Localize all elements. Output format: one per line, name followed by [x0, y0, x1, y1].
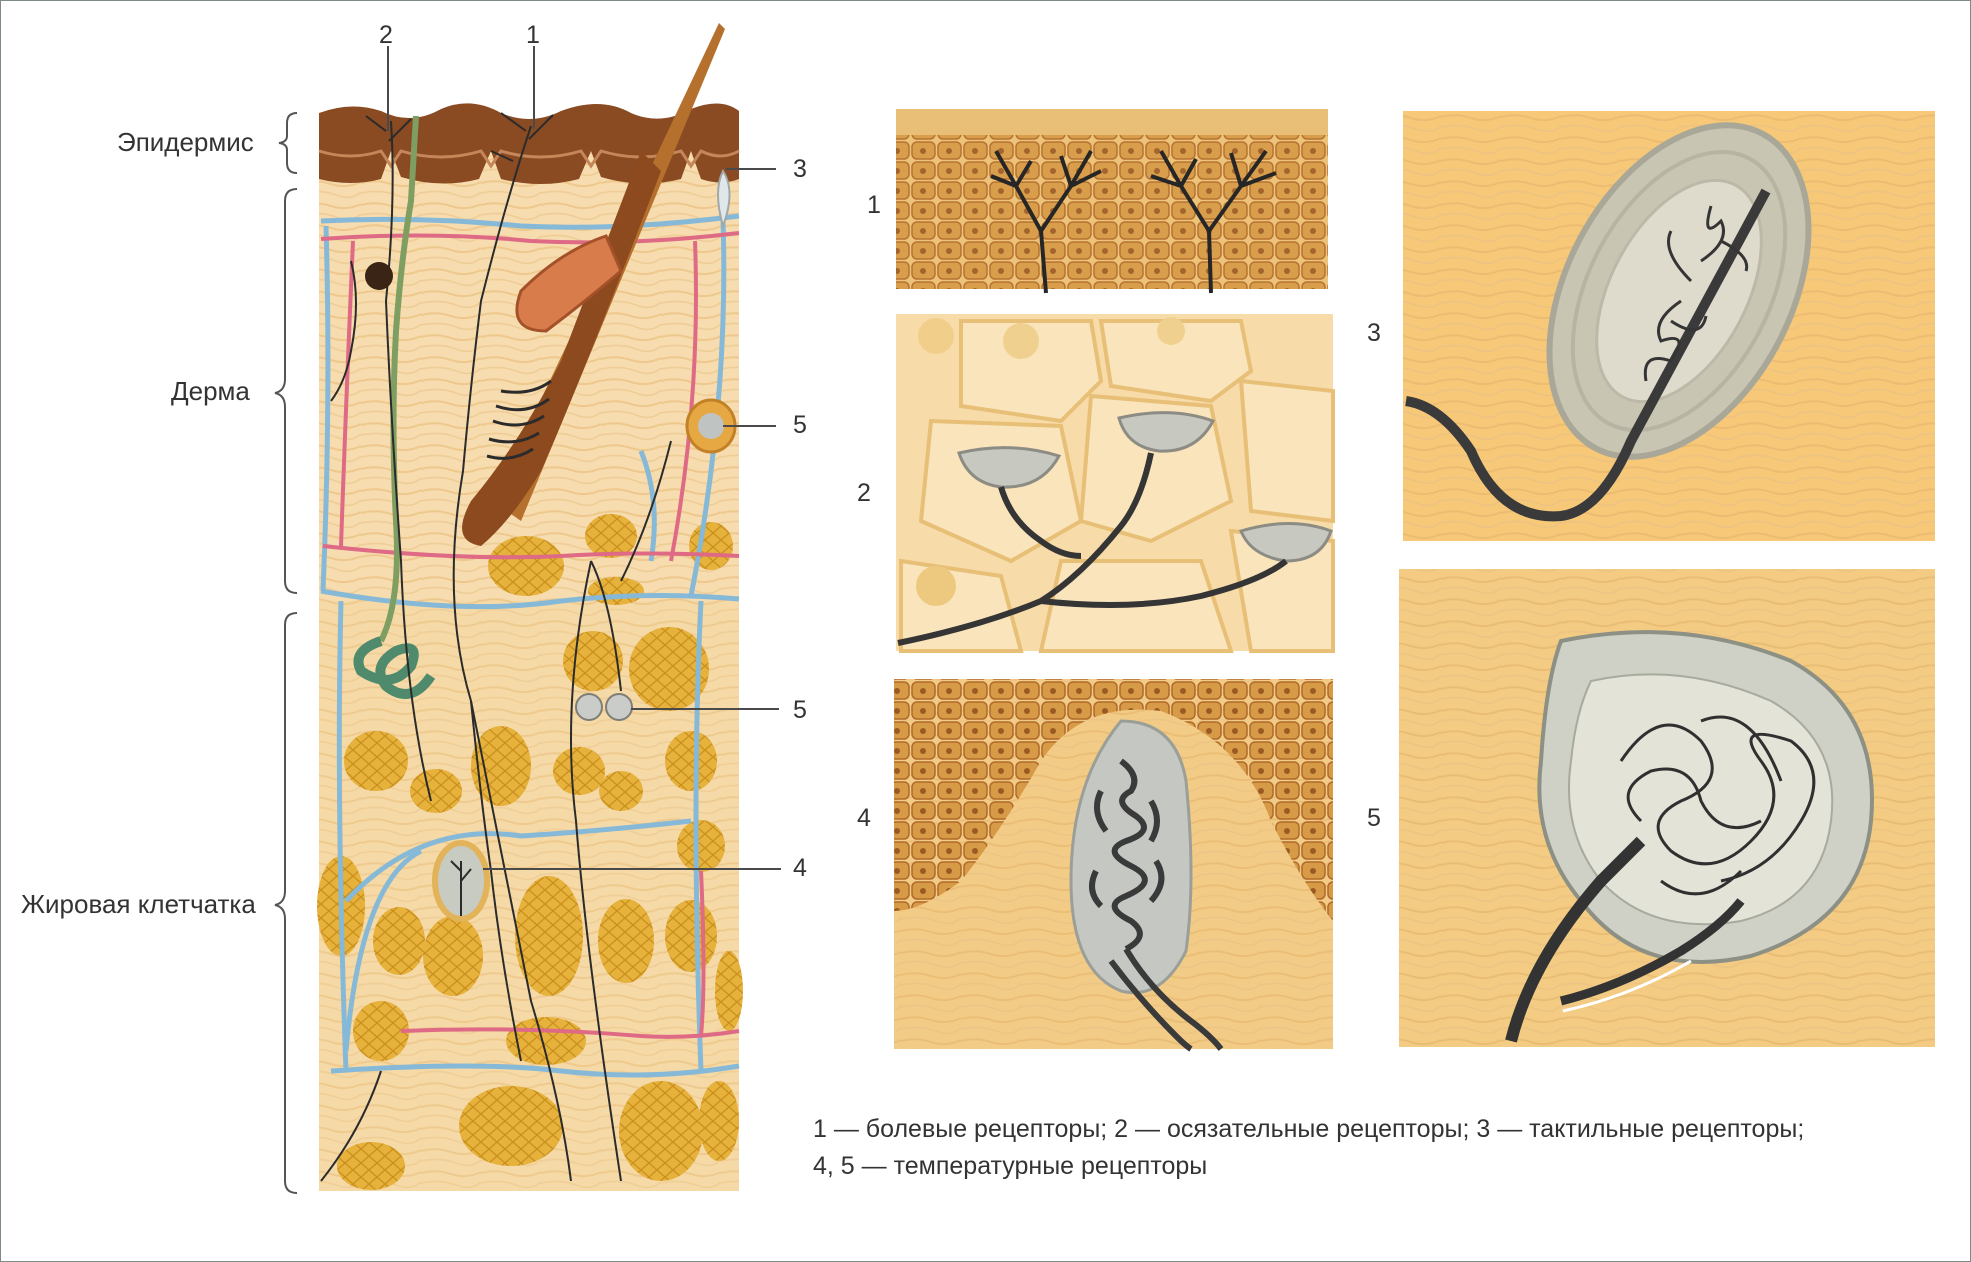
panel-warm-receptor — [1399, 569, 1935, 1047]
marker-1: 1 — [526, 23, 540, 48]
layer-braces — [275, 113, 297, 1193]
caption-line-2: 4, 5 — температурные рецепторы — [813, 1148, 1963, 1185]
panel-tactile-corpuscle — [1403, 81, 1935, 541]
receptor-5-lower-a — [576, 694, 602, 720]
label-dermis: Дерма — [171, 378, 250, 404]
receptor-5-lower-b — [606, 694, 632, 720]
label-epidermis: Эпидермис — [117, 129, 254, 155]
sweat-pore-dot — [365, 262, 393, 290]
marker-2: 2 — [379, 23, 393, 48]
marker-3: 3 — [793, 157, 807, 182]
skin-section — [275, 23, 781, 1193]
marker-5-lower: 5 — [793, 698, 807, 723]
panel-number-4: 4 — [857, 806, 871, 831]
panel-touch-receptors — [896, 314, 1333, 651]
panel-number-2: 2 — [857, 481, 871, 506]
panel-number-5: 5 — [1367, 806, 1381, 831]
panel-number-1: 1 — [867, 193, 881, 218]
panel-number-3: 3 — [1367, 321, 1381, 346]
figure-caption: 1 — болевые рецепторы; 2 — осязательные … — [813, 1111, 1963, 1185]
marker-4: 4 — [793, 856, 807, 881]
panel-pain-receptors — [896, 109, 1328, 293]
caption-line-1: 1 — болевые рецепторы; 2 — осязательные … — [813, 1111, 1963, 1148]
label-fat: Жировая клетчатка — [21, 891, 256, 917]
marker-5-upper: 5 — [793, 413, 807, 438]
panel-cold-receptor — [894, 679, 1333, 1049]
